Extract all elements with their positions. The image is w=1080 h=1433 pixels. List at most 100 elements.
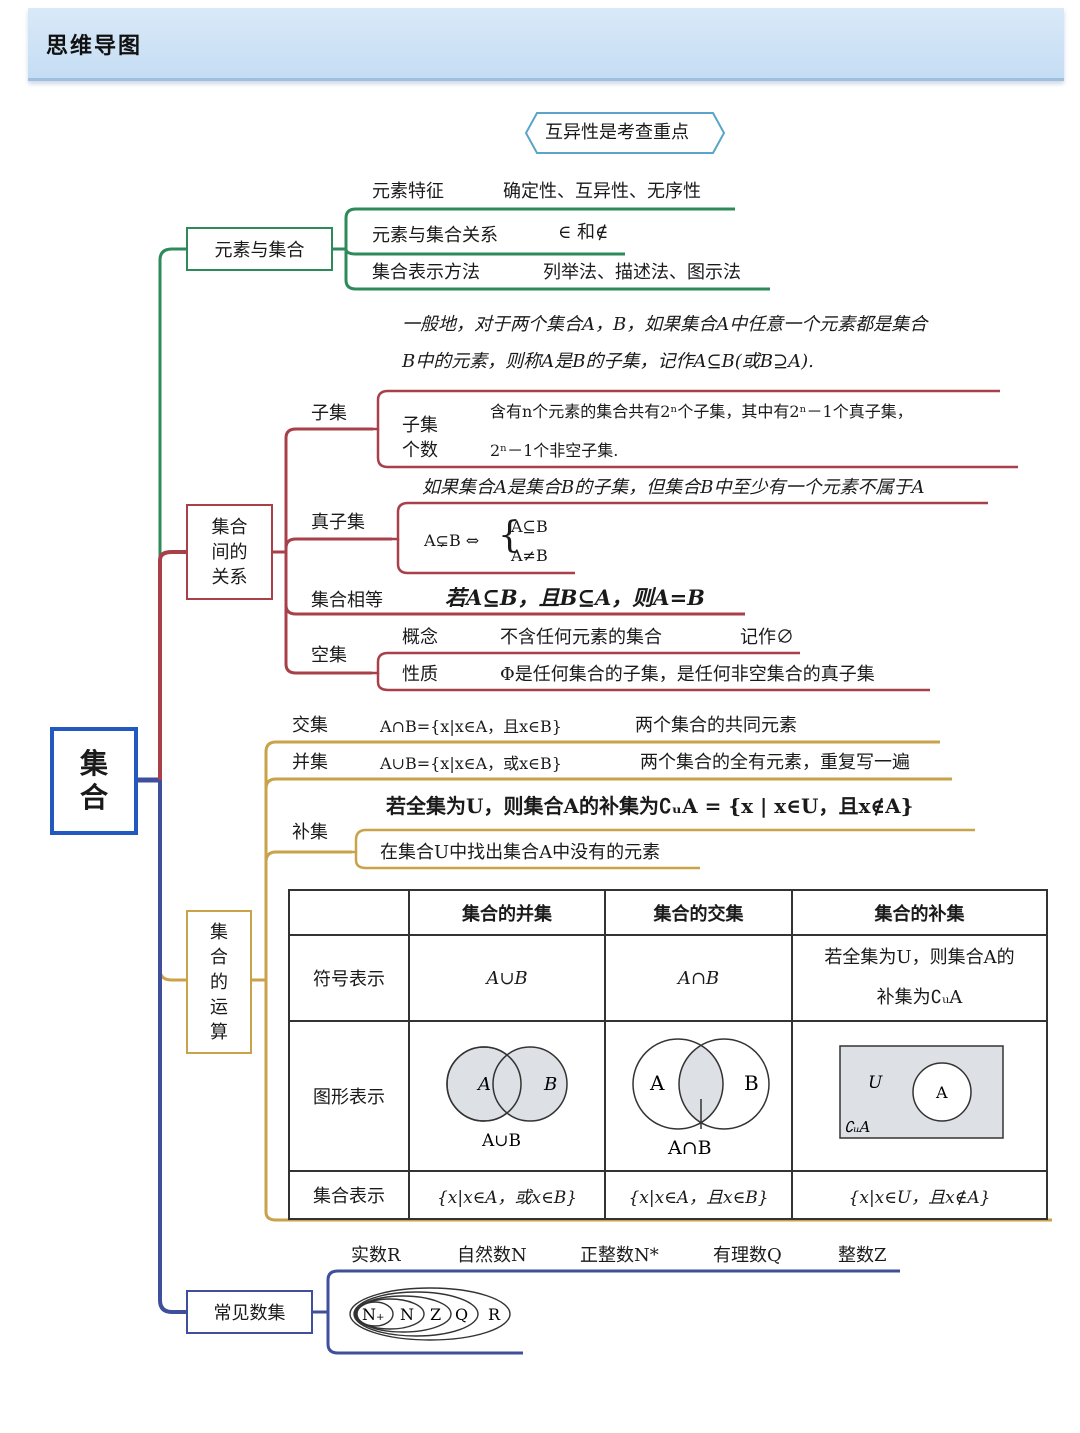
equal-set-label: 集合相等 [311, 590, 383, 611]
venn-complement-caption: ∁ᵤA [844, 1118, 871, 1136]
symbol-complement-line-2: 补集为∁ᵤA [876, 987, 963, 1008]
nested-number-sets: N₊ N Z Q R [349, 1287, 511, 1341]
intersection-key: 交集 [292, 715, 328, 736]
empty-set-label: 空集 [311, 645, 347, 666]
number-set-rational: 有理数Q [713, 1245, 782, 1266]
subset-definition-line-2: B中的元素，则称A是B的子集，记作A⊆B(或B⊇A). [402, 351, 814, 372]
table-header-row: 集合的并集 集合的交集 集合的补集 [288, 889, 1048, 936]
table-row-set: 集合表示 {x|x∈A，或x∈B} {x|x∈A，且x∈B} {x|x∈U，且x… [288, 1170, 1048, 1220]
venn-intersection-cell: A B A∩B [604, 1020, 793, 1172]
venn-complement-cell: U A ∁ᵤA [791, 1020, 1048, 1172]
nested-set-label: N₊ [362, 1305, 384, 1324]
set-complement: {x|x∈U，且x∉A} [791, 1170, 1048, 1220]
proper-subset-formula-bottom: A≠B [511, 546, 548, 565]
empty-concept-note: 记作∅ [740, 627, 794, 648]
venn-complement-diagram: U A ∁ᵤA [838, 1044, 1004, 1139]
element-feature-value: 确定性、互异性、无序性 [503, 181, 701, 202]
header-complement: 集合的补集 [791, 889, 1048, 936]
subset-count-text-1: 含有n个元素的集合共有2ⁿ个子集，其中有2ⁿ－1个真子集， [490, 402, 913, 421]
intersection-formula: A∩B={x|x∈A，且x∈B} [380, 717, 562, 736]
header-title: 思维导图 [46, 34, 143, 59]
row-set-label: 集合表示 [288, 1170, 410, 1220]
operations-table: 集合的并集 集合的交集 集合的补集 符号表示 A∪B A∩B 若全集为U，则集合… [288, 889, 1048, 1220]
complement-formula: 若全集为U，则集合A的补集为∁ᵤA = {x | x∈U，且x∉A} [386, 794, 914, 818]
union-formula: A∪B={x|x∈A，或x∈B} [380, 754, 562, 773]
header-union: 集合的并集 [408, 889, 606, 936]
complement-key: 补集 [292, 822, 328, 843]
operations-label-4: 运 [210, 996, 228, 1018]
subset-count-text-2: 2ⁿ－1个非空子集. [490, 441, 619, 460]
note-callout [525, 112, 725, 154]
nested-set-label: N [400, 1305, 414, 1324]
union-key: 并集 [292, 752, 328, 773]
note-text: 互异性是考查重点 [545, 122, 689, 143]
header-intersection: 集合的交集 [604, 889, 793, 936]
element-relation-key: 元素与集合关系 [372, 225, 498, 246]
root-label-1: 集 [79, 747, 108, 780]
subset-label: 子集 [311, 403, 347, 424]
empty-concept-key: 概念 [402, 627, 438, 648]
nested-set-label: Q [455, 1305, 468, 1324]
symbol-intersection: A∩B [604, 934, 793, 1022]
empty-property-key: 性质 [402, 664, 438, 685]
operations-label-1: 集 [210, 921, 228, 943]
branch-element-and-set: 元素与集合 [186, 227, 333, 271]
relations-label-1: 集合 [211, 516, 248, 538]
relations-label-3: 关系 [211, 566, 248, 588]
branch-common-number-sets: 常见数集 [186, 1290, 313, 1334]
operations-label-5: 算 [210, 1021, 228, 1043]
number-set-real: 实数R [351, 1245, 401, 1266]
equal-set-text: 若A⊆B，且B⊆A，则A=B [445, 585, 705, 610]
relations-label-2: 间的 [211, 541, 248, 563]
row-symbol-label: 符号表示 [288, 934, 410, 1022]
table-corner-cell [288, 889, 410, 936]
venn-complement-a: A [935, 1083, 948, 1102]
nested-set-label: Z [430, 1305, 441, 1324]
venn-union-cell: A B A∪B [408, 1020, 606, 1172]
symbol-union: A∪B [408, 934, 606, 1022]
table-row-graph: 图形表示 A B A∪B A B A∩B [288, 1020, 1048, 1172]
venn-union-caption: A∪B [481, 1131, 521, 1151]
number-set-integer: 整数Z [838, 1245, 887, 1266]
set-intersection: {x|x∈A，且x∈B} [604, 1170, 793, 1220]
brace-symbol: { [498, 515, 521, 556]
number-set-positive-integer: 正整数N* [580, 1245, 659, 1266]
number-set-natural: 自然数N [457, 1245, 527, 1266]
venn-union-b: B [543, 1074, 557, 1095]
proper-subset-formula-top: A⊆B [511, 517, 548, 536]
union-desc: 两个集合的全有元素，重复写一遍 [640, 752, 910, 773]
venn-intersection-caption: A∩B [667, 1137, 712, 1159]
set-union: {x|x∈A，或x∈B} [408, 1170, 606, 1220]
branch-set-relations: 集合 间的 关系 [186, 504, 273, 600]
root-label-2: 合 [79, 781, 108, 814]
row-graph-label: 图形表示 [288, 1020, 410, 1172]
representation-key: 集合表示方法 [372, 262, 480, 283]
proper-subset-label: 真子集 [311, 512, 365, 533]
table-row-symbol: 符号表示 A∪B A∩B 若全集为U，则集合A的 补集为∁ᵤA [288, 934, 1048, 1022]
header-bar: 思维导图 [28, 8, 1064, 81]
operations-label-3: 的 [210, 971, 228, 993]
nested-set-label: R [488, 1305, 501, 1324]
branch-set-operations: 集 合 的 运 算 [186, 910, 252, 1054]
representation-value: 列举法、描述法、图示法 [543, 262, 741, 283]
intersection-desc: 两个集合的共同元素 [635, 715, 797, 736]
symbol-complement-line-1: 若全集为U，则集合A的 [824, 947, 1015, 968]
venn-intersection-b: B [744, 1071, 759, 1095]
proper-subset-definition: 如果集合A是集合B的子集，但集合B中至少有一个元素不属于A [422, 477, 925, 498]
venn-complement-u: U [868, 1073, 883, 1093]
venn-intersection-a: A [649, 1071, 665, 1095]
symbol-complement-cell: 若全集为U，则集合A的 补集为∁ᵤA [791, 934, 1048, 1022]
root-node: 集 合 [50, 727, 138, 835]
complement-desc: 在集合U中找出集合A中没有的元素 [380, 842, 661, 863]
proper-subset-formula-left: A⊊B ⇔ [424, 531, 480, 550]
venn-intersection-diagram: A B A∩B [632, 1037, 770, 1159]
empty-concept-value: 不含任何元素的集合 [500, 627, 662, 648]
venn-union-a: A [476, 1074, 491, 1095]
empty-property-value: Φ是任何集合的子集，是任何非空集合的真子集 [500, 664, 875, 685]
subset-count-label-1: 子集 [402, 415, 438, 436]
subset-count-label-2: 个数 [402, 440, 438, 461]
element-relation-value: ∈ 和∉ [558, 222, 609, 243]
venn-union-diagram: A B A∪B [446, 1045, 568, 1151]
subset-definition-line-1: 一般地，对于两个集合A，B，如果集合A中任意一个元素都是集合 [402, 314, 928, 335]
